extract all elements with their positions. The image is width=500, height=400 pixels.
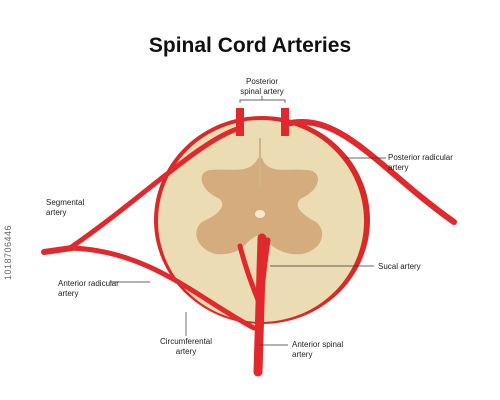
label-anterior-radicular-1: Anterior radicular (58, 279, 119, 288)
leader-posterior-spinal (239, 96, 286, 103)
posterior-radicular-artery (283, 119, 457, 225)
label-posterior-radicular-2: artery (388, 163, 408, 172)
grey-matter (196, 158, 323, 255)
posterior-branch-left (67, 125, 243, 251)
label-circumferental-1: Circumferental (160, 337, 212, 346)
label-anterior-spinal-2: artery (292, 350, 312, 359)
label-anterior-radicular-2: artery (58, 289, 78, 298)
label-sucal: Sucal artery (378, 262, 421, 271)
label-segmental-2: artery (46, 208, 66, 217)
central-canal (255, 210, 265, 218)
anterior-spinal-artery (253, 233, 267, 377)
anterior-radicular-artery (67, 245, 257, 331)
label-posterior-spinal-1: Posterior (246, 77, 278, 86)
diagram-title: Spinal Cord Arteries (148, 34, 352, 57)
sulcal-artery-right (259, 237, 271, 293)
label-circumferental-2: artery (176, 347, 196, 356)
label-posterior-spinal-2: spinal artery (240, 87, 284, 96)
stock-id: 1018706446 (3, 224, 13, 280)
label-segmental-1: Segmental (46, 198, 84, 207)
segmental-artery (41, 245, 75, 255)
label-anterior-spinal-1: Anterior spinal (292, 340, 343, 349)
sulcal-artery-left (237, 243, 261, 303)
label-posterior-radicular-1: Posterior radicular (388, 153, 453, 162)
leader-lines (110, 96, 386, 346)
